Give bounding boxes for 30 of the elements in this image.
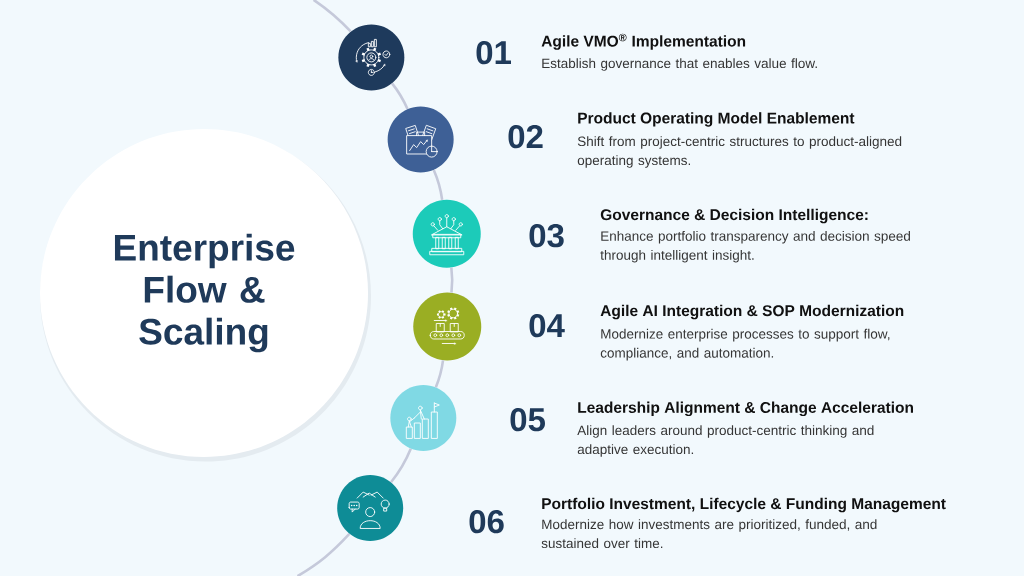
icon-circle [338,24,405,91]
step-description: Align leaders around product-centric thinking and adaptive execution. [577,425,874,457]
arc-line [390,448,412,484]
step-heading: Agile VMO$^{®}$ Implementation [541,33,746,50]
step-heading: Leadership Alignment & Change Acceleration [578,401,913,417]
arc-line [450,267,454,293]
arc-line [434,360,445,388]
icon-circle [390,385,457,451]
step-heading: Product Operating Model Enablement [578,112,855,127]
icon-circle [412,199,481,268]
arc-line [296,533,351,576]
step-number: 06 [469,509,504,534]
step-heading: Portfolio Investment, Lifecycle & Funding Management [542,497,946,513]
step-heading: Agile AI Integration & SOP Modernization [600,304,904,320]
arc-line [432,169,444,201]
step-description: Modernize enterprise processes to support flow, compliance, and automation. [600,328,890,361]
icon-circle [413,292,482,361]
arc-line [391,82,409,110]
step-number: 02 [508,124,543,149]
step-number: 01 [476,40,511,65]
step-number: 03 [529,223,564,248]
step-description: Establish governance that enables value flow. [542,58,817,71]
step-description: Modernize how investments are prioritized, funded, and sustained over time. [541,519,877,549]
arc-line [312,0,352,33]
step-description: Shift from project-centric structures to product-aligned operating systems. [577,136,902,168]
step-heading: Governance & Decision Intelligence: [600,208,868,224]
step-number: 05 [510,407,545,432]
step-number: 04 [529,313,565,338]
step-description: Enhance portfolio transparency and decision speed through intelligent insight. [600,230,910,263]
icon-circle [337,475,404,542]
